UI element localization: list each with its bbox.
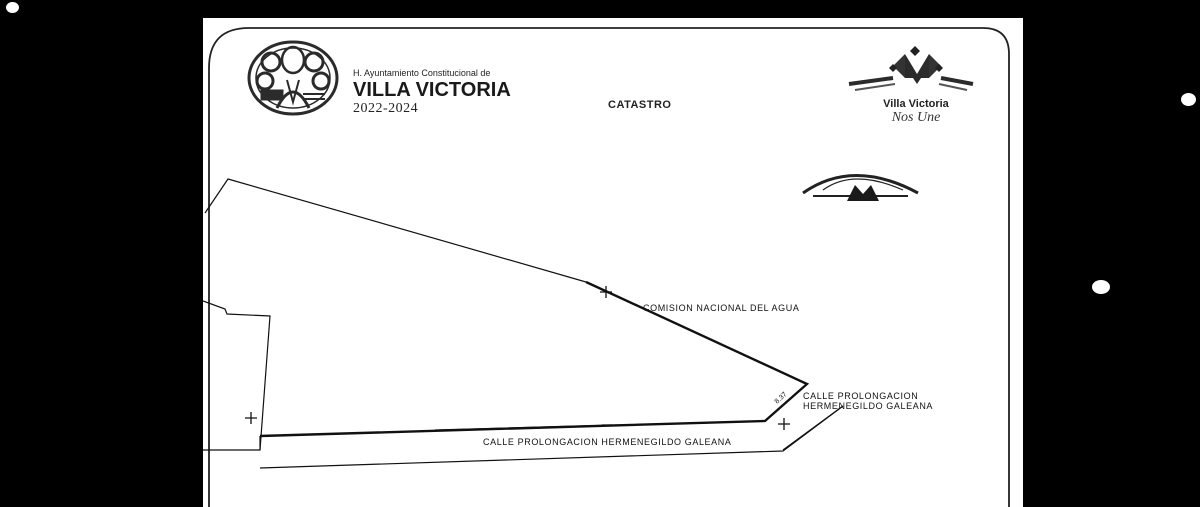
- municipal-seal-logo: [247, 40, 339, 116]
- cadastral-plan-svg: H. Ayuntamiento Constitucional de VILLA …: [203, 27, 1010, 507]
- ayuntamiento-line: H. Ayuntamiento Constitucional de: [353, 68, 490, 78]
- document-page: H. Ayuntamiento Constitucional de VILLA …: [203, 18, 1023, 507]
- scan-dot-right-upper: [1181, 93, 1196, 106]
- villa-victoria-logo: Villa Victoria Nos Une: [848, 46, 974, 125]
- logo-tagline: Nos Une: [891, 110, 941, 125]
- logo-name: Villa Victoria: [883, 98, 950, 110]
- label-calle-east-line1: CALLE PROLONGACION: [803, 391, 918, 401]
- municipality-name: VILLA VICTORIA: [353, 79, 511, 101]
- survey-marker-cross: [778, 418, 790, 430]
- plan-emblem-icon: [802, 174, 919, 201]
- label-calle-east-line2: HERMENEGILDO GALEANA: [803, 401, 933, 411]
- label-comision-nacional-del-agua: COMISION NACIONAL DEL AGUA: [643, 303, 799, 313]
- property-boundary: [203, 178, 844, 469]
- document-frame: [208, 27, 1010, 507]
- survey-marker-cross: [600, 286, 612, 298]
- scan-dot-top-left: [6, 2, 19, 13]
- label-calle-south: CALLE PROLONGACION HERMENEGILDO GALEANA: [483, 437, 731, 447]
- survey-markers: [245, 286, 790, 430]
- survey-marker-cross: [245, 412, 257, 424]
- department-title: CATASTRO: [608, 99, 671, 111]
- scan-dot-right-middle: [1092, 280, 1110, 294]
- administration-period: 2022-2024: [353, 101, 418, 116]
